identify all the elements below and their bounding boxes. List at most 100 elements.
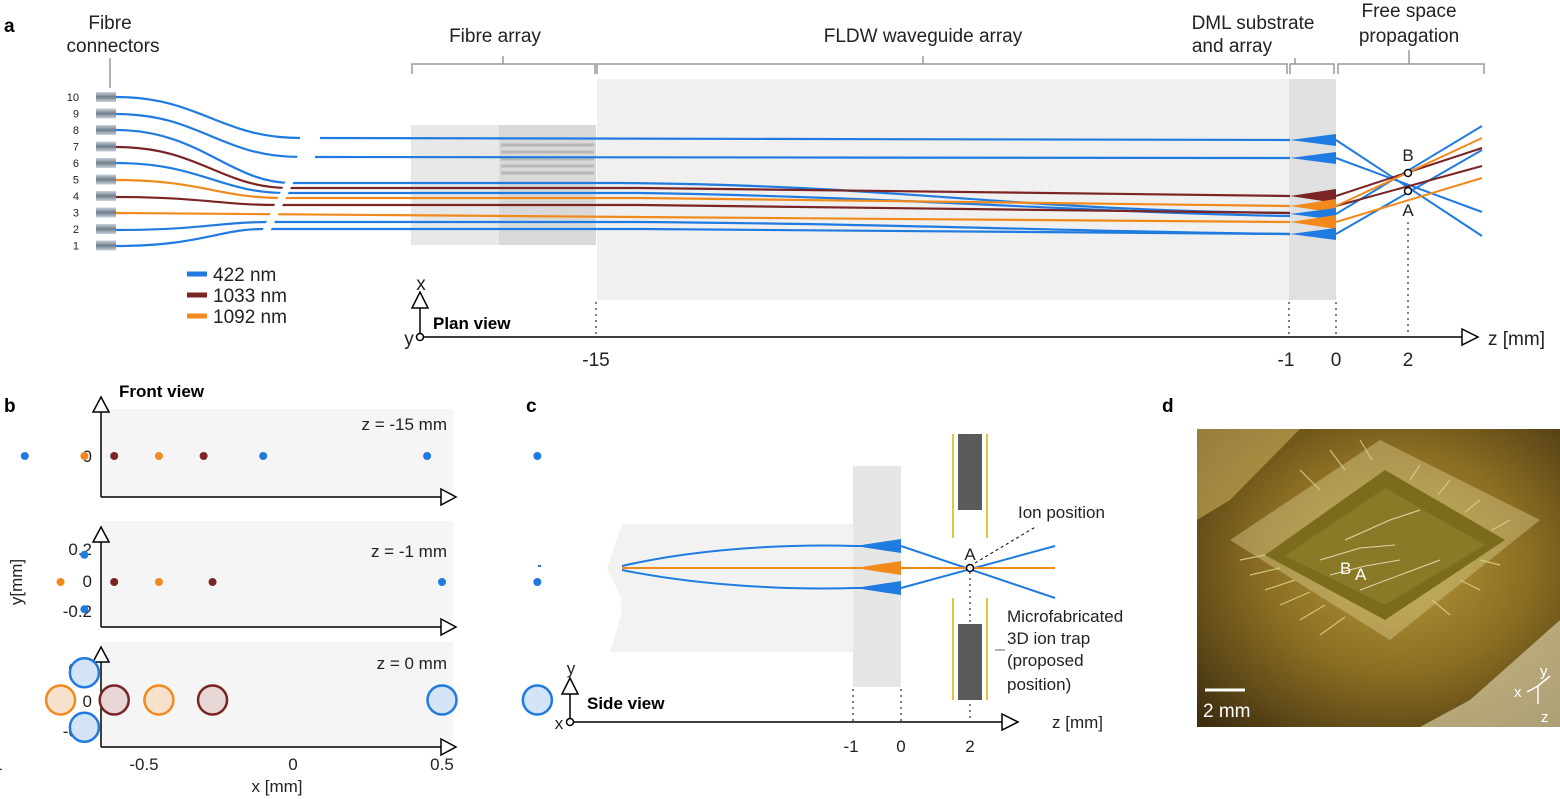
- trap-label-1: Microfabricated: [1007, 607, 1123, 626]
- front-view-point: [154, 452, 163, 460]
- header-dml-1: DML substrate: [1192, 13, 1315, 34]
- panel-c: c A: [526, 396, 1123, 756]
- side-view-lenses: [855, 539, 901, 595]
- front-view-point: [44, 684, 77, 716]
- sub3-ytick-0: 0: [83, 692, 92, 711]
- connector-number: 7: [73, 142, 79, 154]
- legend-label-1092: 1092 nm: [213, 307, 287, 328]
- fibre-break: [258, 130, 318, 240]
- fibre-array-grooves: [501, 143, 594, 175]
- fibre-connector: [96, 207, 116, 218]
- front-view-points: [20, 452, 554, 743]
- fibre-connector: [96, 191, 116, 201]
- legend-label-1033: 1033 nm: [213, 286, 287, 307]
- ion-position-label: Ion position: [1018, 503, 1105, 522]
- z-tick-0: 0: [1331, 350, 1342, 371]
- fibre-connector: [96, 141, 116, 152]
- plan-axis-y-label: y: [404, 329, 414, 350]
- sub2-ytick-0: 0: [83, 572, 92, 591]
- fibre-array-clamp: [499, 125, 596, 245]
- side-z-guides: [852, 572, 971, 722]
- subplot-3-title: z = 0 mm: [377, 654, 447, 673]
- side-z-tick-0: 0: [896, 737, 905, 756]
- front-view-axes: [91, 395, 458, 757]
- front-view-point: [199, 452, 208, 460]
- front-view-point: [80, 605, 89, 614]
- photo-axis-z: z: [1541, 709, 1549, 726]
- trap-label-3: (proposed: [1007, 651, 1084, 670]
- trap-label-2: 3D ion trap: [1007, 629, 1090, 648]
- side-view-label: Side view: [587, 694, 665, 713]
- photo-axes: [1526, 675, 1551, 704]
- header-dml-2: and array: [1192, 36, 1273, 57]
- connector-number: 10: [67, 92, 79, 104]
- front-view-point: [533, 452, 542, 460]
- front-view-point: [259, 452, 268, 460]
- front-view-point: [80, 550, 89, 559]
- chip-facet: [605, 524, 622, 652]
- front-view-xtick: 0: [288, 755, 297, 774]
- header-fibre-connectors-2: connectors: [67, 36, 160, 57]
- panel-d: d 2: [1162, 396, 1560, 727]
- side-z-tick--1: -1: [843, 737, 858, 756]
- header-fibre-array: Fibre array: [449, 26, 541, 47]
- point-b-marker: [1403, 168, 1413, 178]
- front-view-point: [68, 711, 101, 743]
- front-view-point: [68, 657, 101, 689]
- panel-d-letter: d: [1162, 396, 1174, 417]
- side-point-a-marker: [965, 563, 975, 573]
- plan-view-axes: [410, 290, 1480, 347]
- side-axis-z-label: z [mm]: [1052, 713, 1103, 732]
- front-view-xticks: -1-0.500.5: [0, 755, 454, 774]
- header-brackets: [411, 50, 1485, 74]
- panel-a: a Fibre connectors Fibre array FLDW wave…: [4, 1, 1545, 371]
- connector-number: 9: [73, 109, 79, 121]
- trap-top-electrode: [958, 434, 982, 510]
- connector-number: 3: [73, 208, 79, 220]
- sub2-ytick-0.2: 0.2: [68, 540, 92, 559]
- z-tick-2: 2: [1403, 350, 1414, 371]
- photo-point-b: B: [1340, 559, 1351, 578]
- front-view-point: [110, 452, 119, 460]
- front-view-point: [98, 684, 130, 716]
- photo-axis-x: x: [1514, 684, 1522, 701]
- z-guides: [595, 222, 1409, 336]
- z-tick--1: -1: [1278, 350, 1295, 371]
- subplot-2-bg: [101, 521, 453, 627]
- front-view-point: [438, 578, 446, 586]
- header-free-space-2: propagation: [1359, 26, 1459, 47]
- front-view-point: [110, 578, 119, 586]
- point-a-label: A: [1402, 201, 1414, 220]
- front-view-ylabel: y[mm]: [7, 559, 26, 605]
- front-view-point: [20, 452, 29, 460]
- header-fibre-connectors-1: Fibre: [88, 13, 131, 34]
- front-view-xlabel: x [mm]: [252, 777, 303, 796]
- ion-position-leader: [974, 525, 1038, 564]
- connector-number: 6: [73, 158, 79, 170]
- fibre-connector: [96, 125, 116, 135]
- fibre-connector: [96, 240, 116, 251]
- side-axis-x-label: x: [555, 714, 564, 733]
- front-view-point: [423, 452, 432, 460]
- fibre-connector: [96, 174, 116, 185]
- fibre-connector: [96, 158, 116, 168]
- front-view-xtick: -0.5: [129, 755, 158, 774]
- panel-a-letter: a: [4, 16, 15, 37]
- ion-trap-photo: 2 mm B A x y z: [1197, 429, 1560, 727]
- side-point-a-label: A: [964, 545, 976, 564]
- header-free-space-1: Free space: [1361, 1, 1456, 22]
- connector-number: 2: [73, 224, 79, 236]
- front-view-point: [154, 578, 163, 586]
- panel-b-letter: b: [4, 396, 16, 417]
- z-tick--15: -15: [582, 350, 609, 371]
- side-view-beams: [538, 544, 1056, 599]
- front-view-point: [80, 452, 89, 460]
- front-view-point: [533, 578, 542, 586]
- side-dml-substrate: [853, 466, 901, 687]
- scale-bar-label: 2 mm: [1203, 701, 1251, 722]
- panel-b: b Front view z = -15 mm z = -1 mm z = 0 …: [0, 382, 554, 796]
- plan-view-label: Plan view: [433, 314, 511, 333]
- subplot-1-title: z = -15 mm: [362, 415, 448, 434]
- front-view-point: [426, 684, 458, 716]
